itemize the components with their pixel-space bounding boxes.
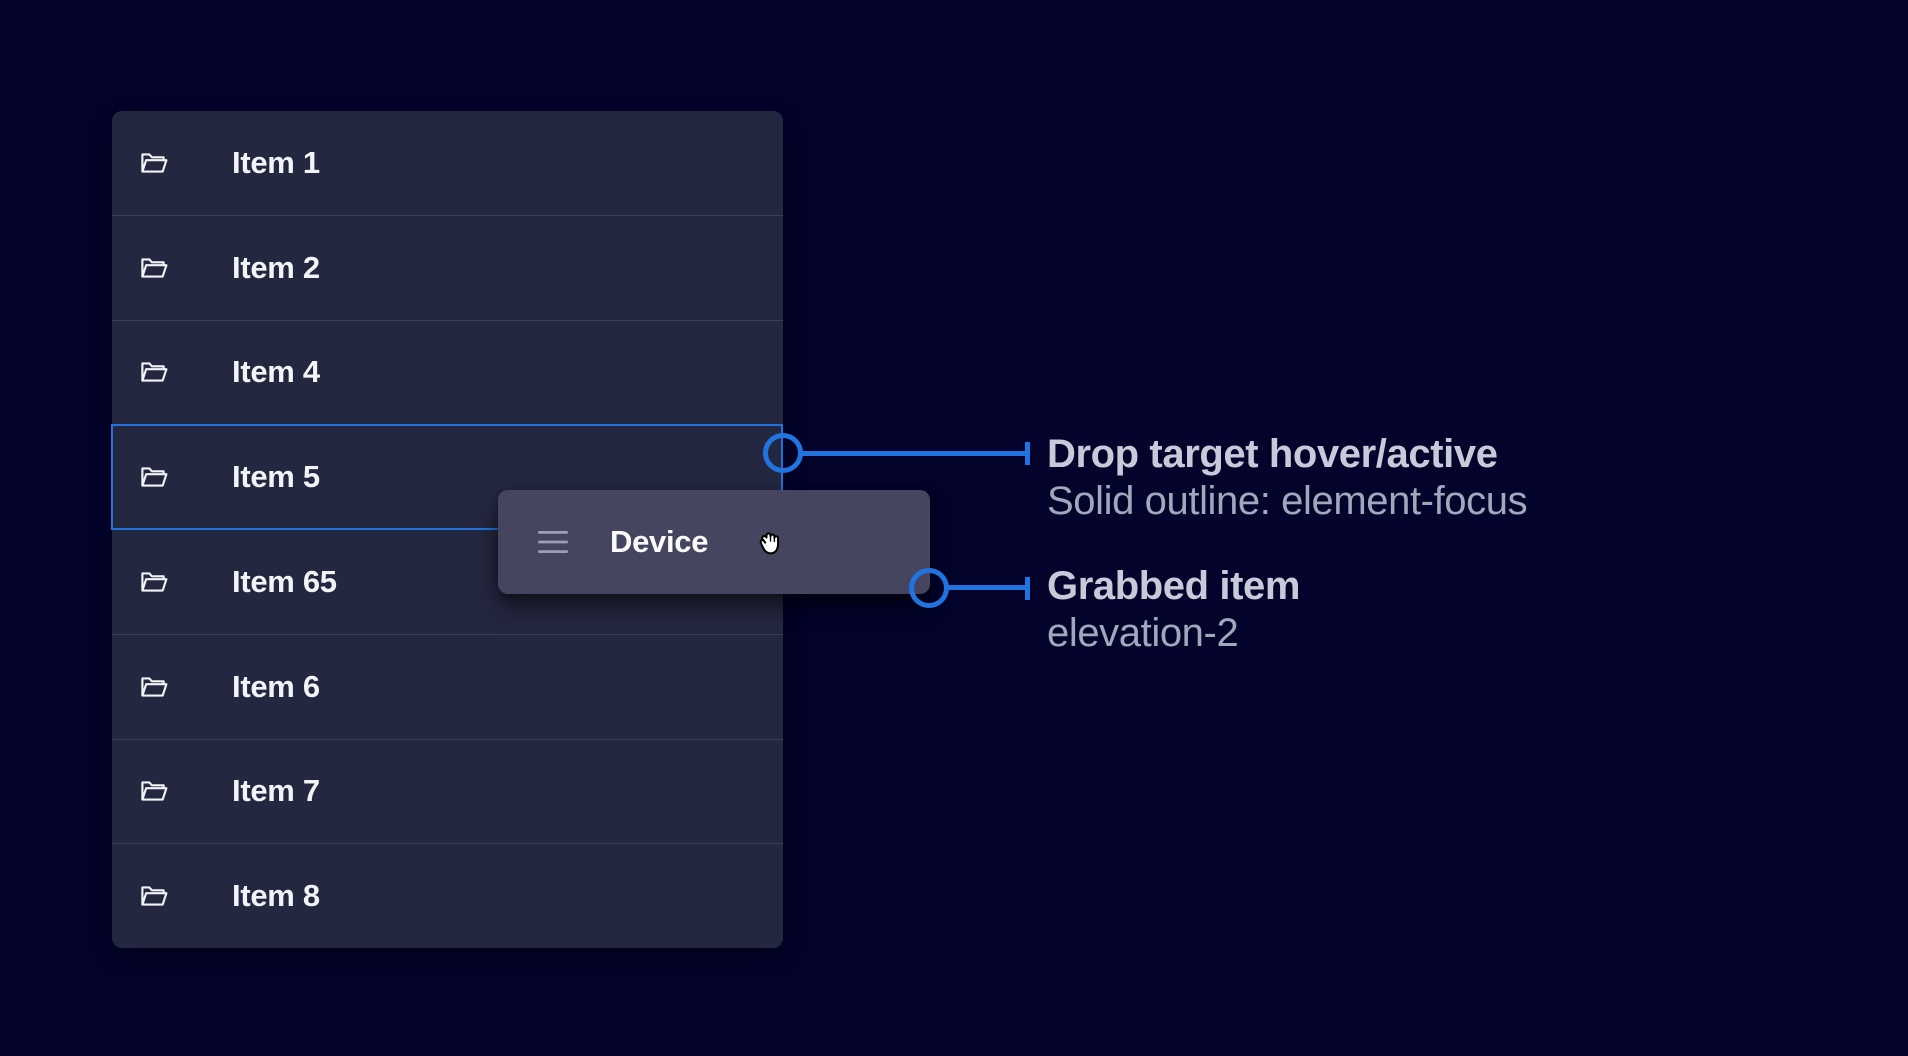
dragged-item-card[interactable]: Device xyxy=(498,490,930,594)
callout-line-grabbed-item xyxy=(947,585,1027,590)
list-item[interactable]: Item 1 xyxy=(112,111,783,215)
list-item-label: Item 2 xyxy=(232,249,320,285)
list-item[interactable]: Item 6 xyxy=(112,633,783,739)
annotation-drop-target: Drop target hover/active Solid outline: … xyxy=(1047,431,1528,525)
list-item-label: Item 65 xyxy=(232,563,337,599)
grab-cursor-icon xyxy=(750,522,790,562)
folder-open-icon xyxy=(136,145,172,181)
callout-anchor-circle-drop-target xyxy=(763,433,803,473)
list-item[interactable]: Item 4 xyxy=(112,319,783,425)
list-item-label: Item 7 xyxy=(232,773,320,809)
folder-open-icon xyxy=(136,354,172,390)
dragged-item-label: Device xyxy=(610,524,709,559)
folder-open-icon xyxy=(136,250,172,286)
folder-open-icon xyxy=(136,564,172,600)
callout-tick-grabbed-item xyxy=(1025,577,1030,600)
list-item-label: Item 6 xyxy=(232,668,320,704)
callout-line-drop-target xyxy=(801,451,1027,456)
folder-open-icon xyxy=(136,459,172,495)
list-item-drop-target[interactable]: Item 5 xyxy=(111,424,783,530)
drag-handle-icon[interactable] xyxy=(538,531,568,553)
annotation-title: Grabbed item xyxy=(1047,564,1301,608)
folder-open-icon xyxy=(136,878,172,914)
list-item[interactable]: Item 7 xyxy=(112,738,783,844)
annotation-subtitle: Solid outline: element-focus xyxy=(1047,479,1528,523)
list-item[interactable]: Item 8 xyxy=(112,843,783,948)
list-item[interactable]: Item 65 xyxy=(112,529,783,634)
folder-open-icon xyxy=(136,669,172,705)
list-item-label: Item 5 xyxy=(232,459,320,495)
callout-anchor-circle-grabbed-item xyxy=(909,568,949,608)
list-item[interactable]: Item 2 xyxy=(112,214,783,320)
folder-open-icon xyxy=(136,773,172,809)
list-item-label: Item 4 xyxy=(232,354,320,390)
annotation-subtitle: elevation-2 xyxy=(1047,611,1239,655)
annotation-grabbed-item: Grabbed item elevation-2 xyxy=(1047,563,1300,657)
list-item-label: Item 1 xyxy=(232,144,320,180)
list-item-label: Item 8 xyxy=(232,878,320,914)
callout-tick-drop-target xyxy=(1025,442,1030,465)
annotation-title: Drop target hover/active xyxy=(1047,432,1498,476)
